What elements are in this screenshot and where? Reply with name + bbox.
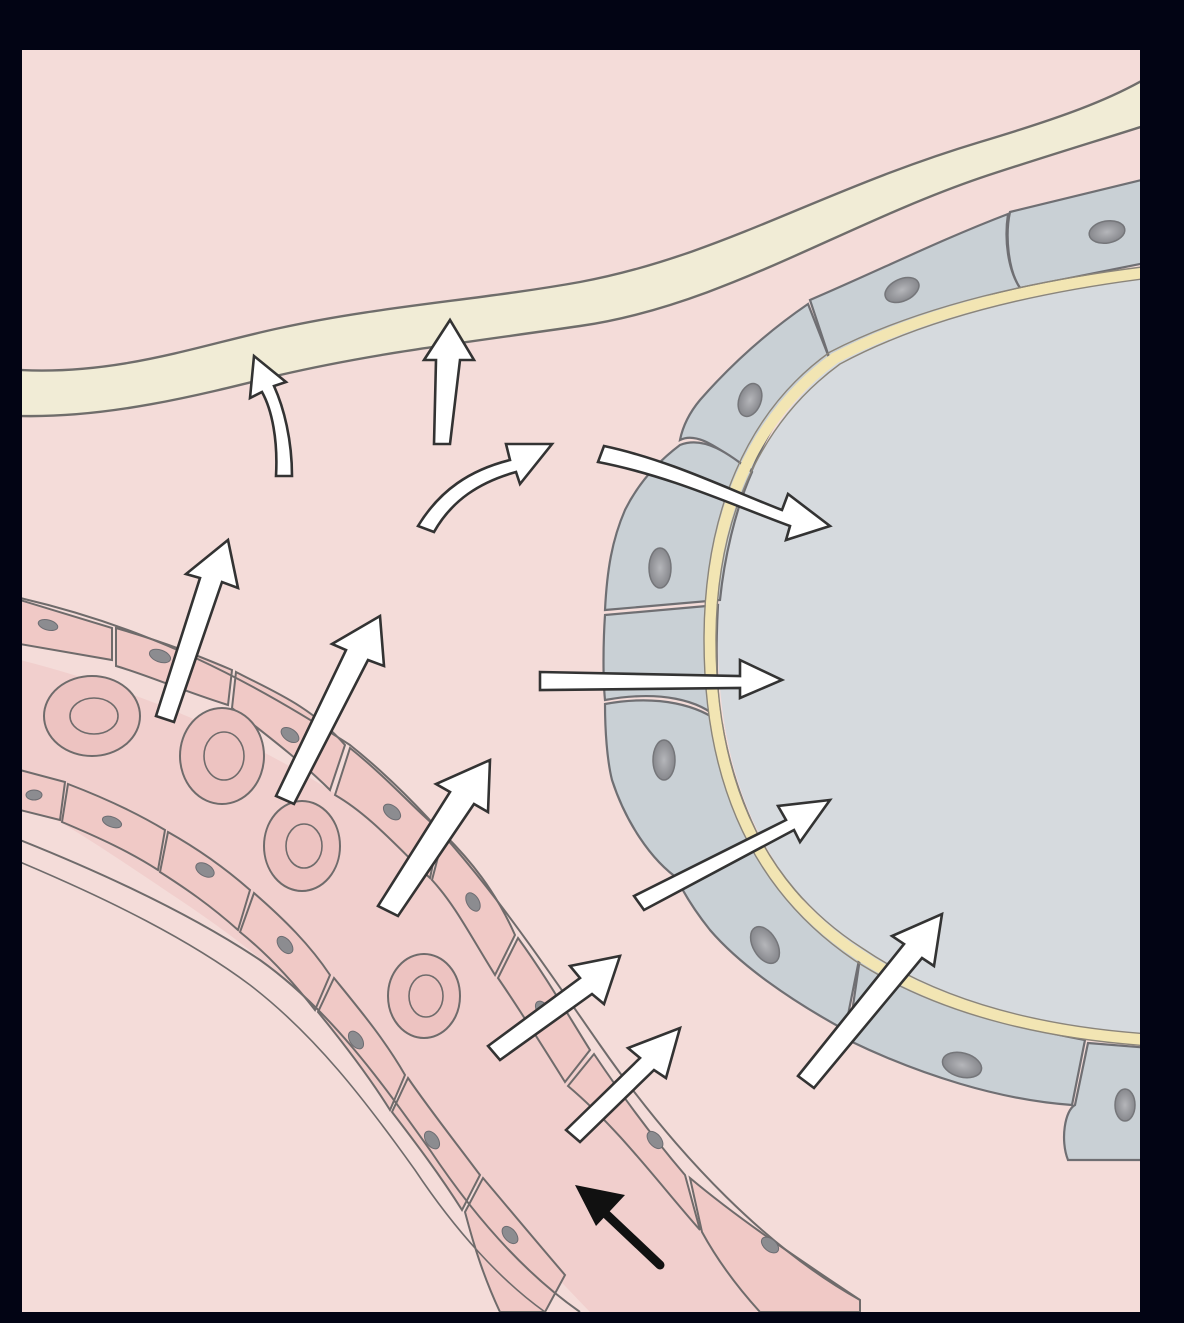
nucleus [649, 548, 671, 588]
red-blood-cell [388, 954, 460, 1038]
red-blood-cell [180, 708, 264, 804]
red-blood-cell [264, 801, 340, 891]
nucleus [1115, 1089, 1135, 1121]
red-blood-cell [44, 676, 140, 756]
nucleus [653, 740, 675, 780]
